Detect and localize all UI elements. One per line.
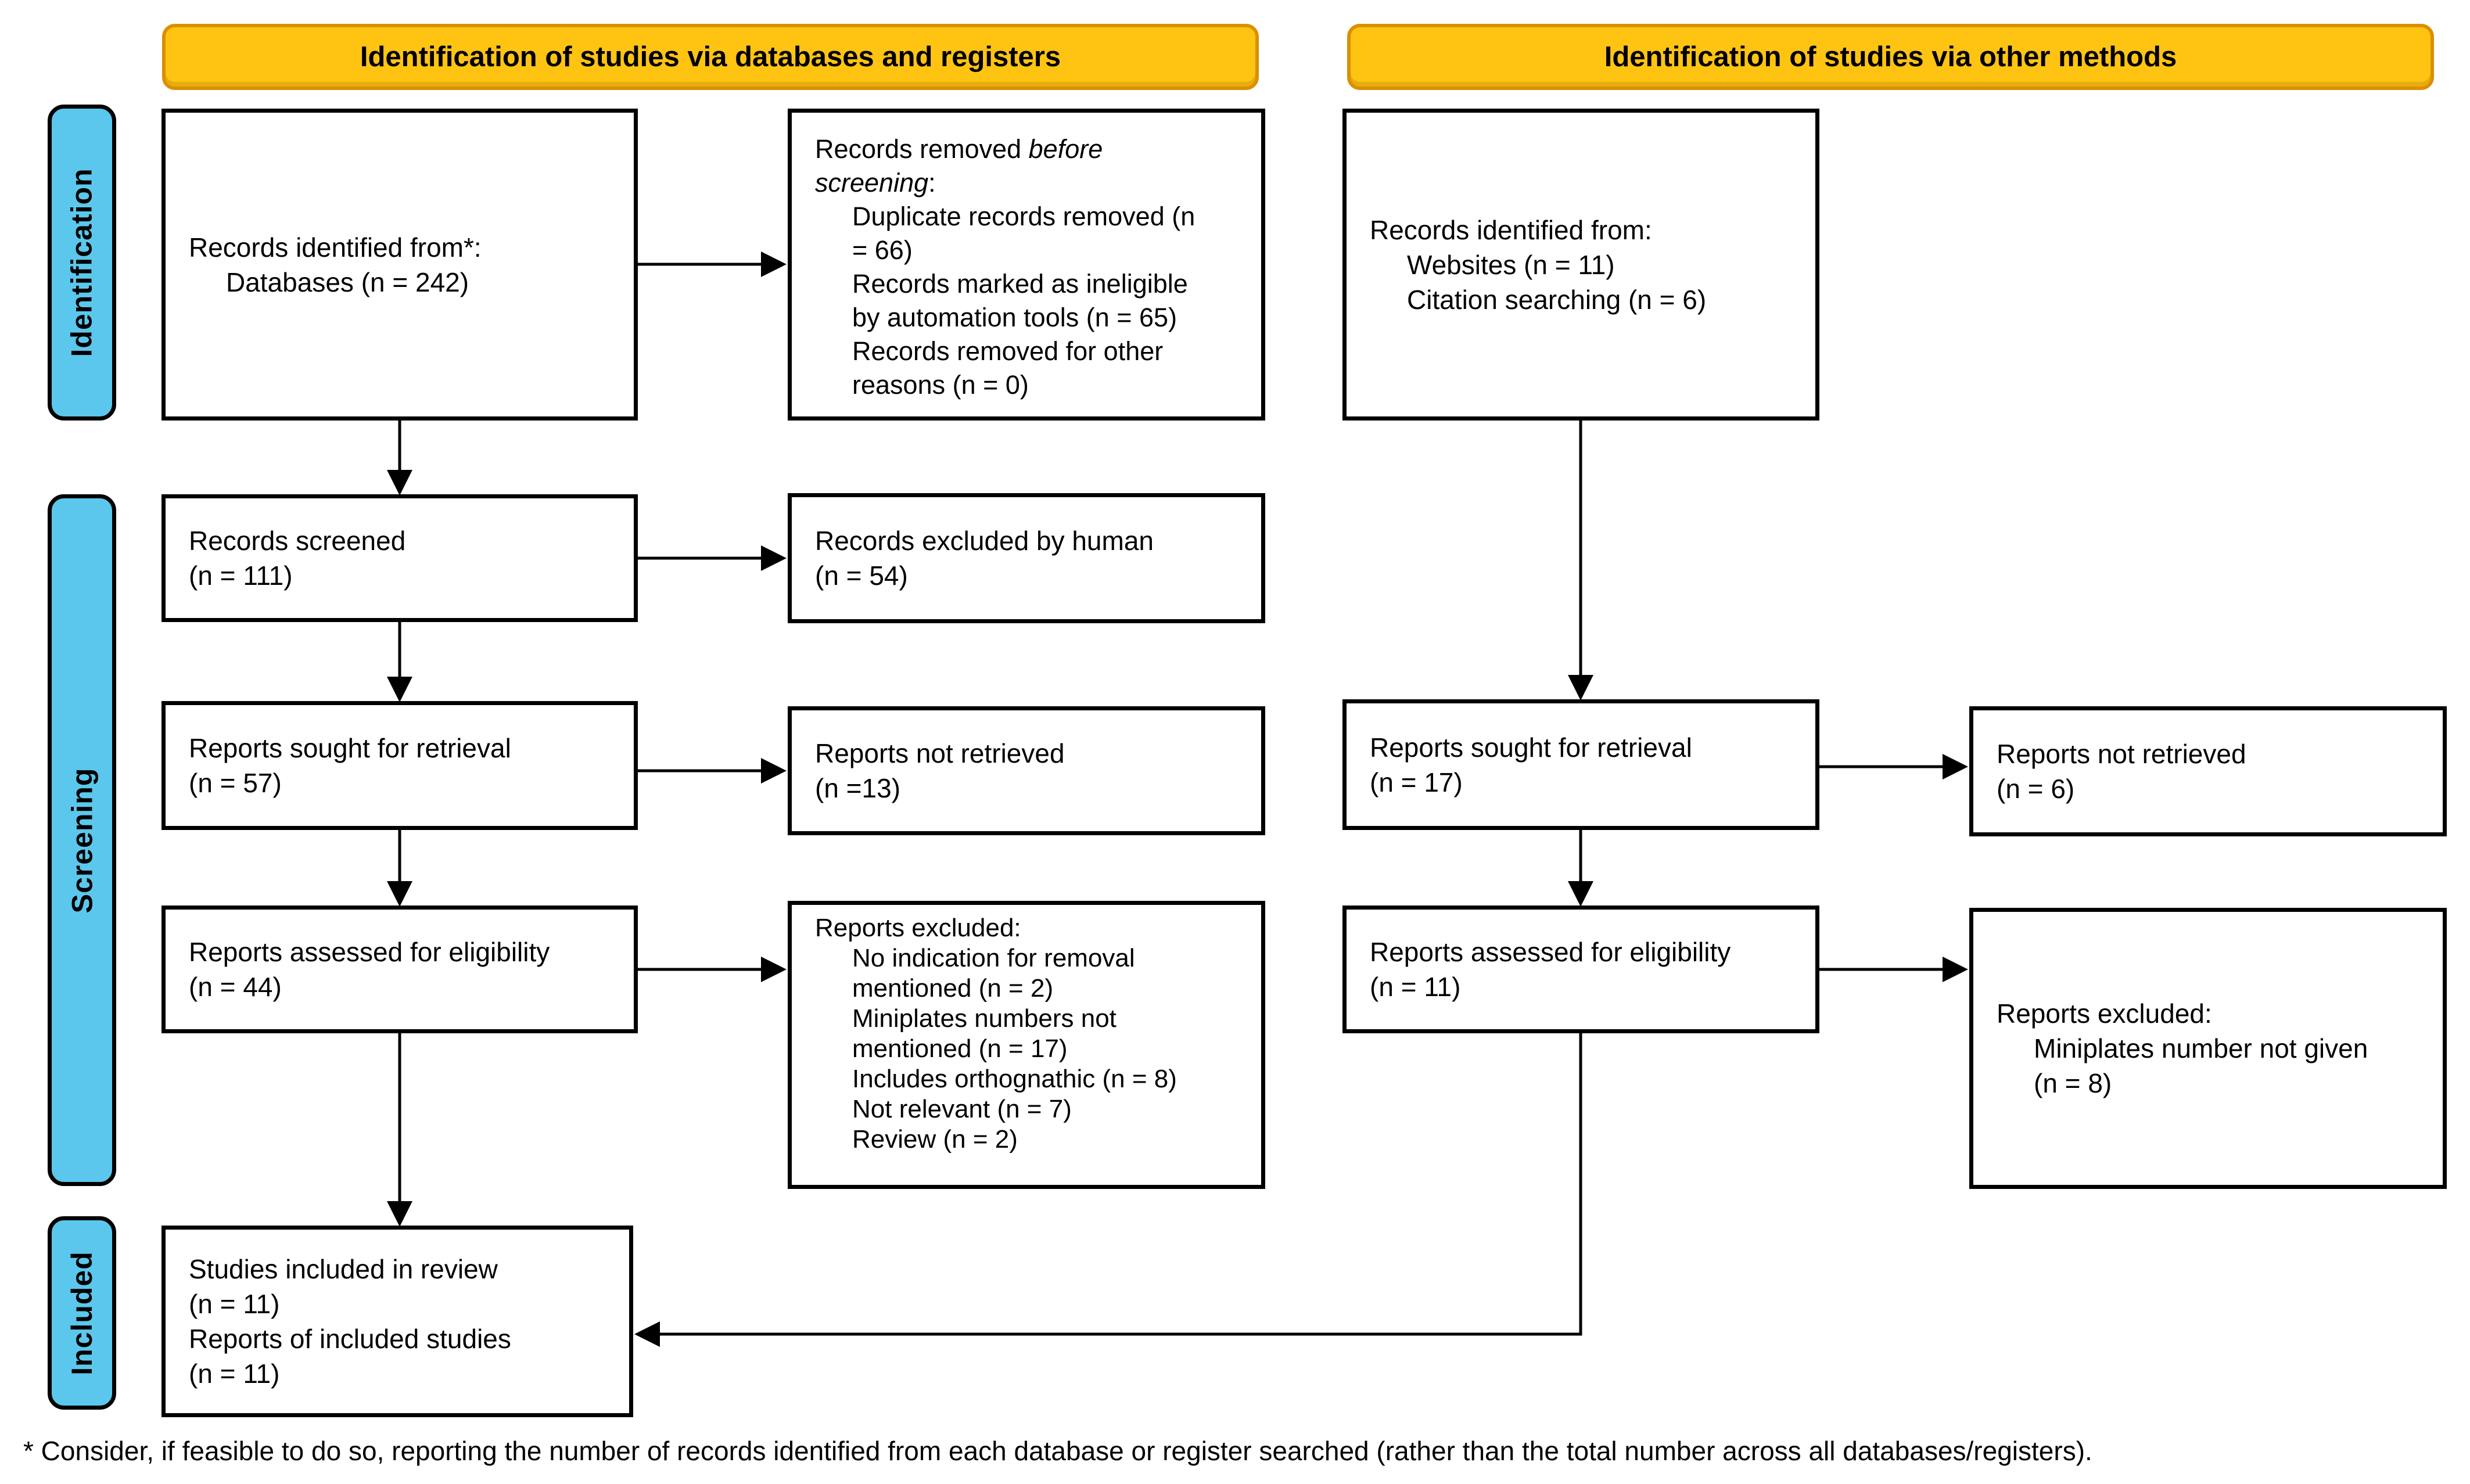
box-text-line: Databases (n = 242) <box>226 267 469 297</box>
arrow-assessed-other-to-included <box>634 1033 1582 1347</box>
box-text-line: Studies included in review <box>189 1254 498 1284</box>
box-text-line: No indication for removal <box>852 944 1135 972</box>
box-text-line: Records removed before <box>815 134 1103 164</box>
header-databases-registers-label: Identification of studies via databases … <box>360 41 1061 73</box>
arrow-assessed-other-to-excluded-other <box>1819 957 1968 982</box>
arrow-assessed-to-included <box>387 1033 412 1227</box>
box-text-line: (n = 57) <box>189 768 282 798</box>
arrow-assessed-to-excluded-db <box>638 957 787 982</box>
box-text-line: Review (n = 2) <box>852 1125 1018 1154</box>
box-text-line: Records marked as ineligible <box>852 269 1188 299</box>
box-reports-not-retrieved-other: Reports not retrieved (n = 6) <box>1969 706 2447 836</box>
header-other-methods-label: Identification of studies via other meth… <box>1604 41 2177 73</box>
arrow-head-icon <box>634 1321 660 1347</box>
box-text-line: (n = 8) <box>2034 1068 2112 1098</box>
box-text-line: Duplicate records removed (n <box>852 202 1195 231</box>
box-text-line: (n = 44) <box>189 972 282 1002</box>
arrow-head-icon <box>1943 754 1968 779</box>
box-text-line: Records removed for other <box>852 336 1164 366</box>
box-text-line: Websites (n = 11) <box>1407 249 1615 280</box>
arrow-screened-to-sought <box>387 622 412 702</box>
box-studies-included: Studies included in review (n = 11) Repo… <box>161 1226 633 1417</box>
footnote: * Consider, if feasible to do so, report… <box>23 1436 2092 1466</box>
arrow-head-icon <box>1568 675 1593 700</box>
arrow-head-icon <box>387 677 412 702</box>
arrow-sought-to-assessed-db <box>387 830 412 907</box>
box-reports-assessed-other: Reports assessed for eligibility (n = 11… <box>1342 906 1819 1033</box>
box-text-line: (n = 11) <box>189 1359 280 1389</box>
box-text-line: (n =13) <box>815 773 901 803</box>
arrow-screened-to-excluded <box>638 545 787 571</box>
box-text-line: (n = 11) <box>1370 972 1461 1002</box>
arrow-identified-other-to-sought-other <box>1568 421 1593 700</box>
box-records-removed-before-screening: Records removed before screening: Duplic… <box>788 109 1265 421</box>
box-text-line: Reports assessed for eligibility <box>1370 937 1731 967</box>
box-text-line: screening: <box>815 168 936 197</box>
arrow-head-icon <box>761 758 787 784</box>
arrow-head-icon <box>761 545 787 571</box>
phase-label-identification: Identification <box>48 105 116 421</box>
box-records-identified-other: Records identified from: Websites (n = 1… <box>1342 109 1819 421</box>
arrow-head-icon <box>387 470 412 495</box>
box-text-line: Miniplates number not given <box>2034 1033 2368 1063</box>
box-text-line: Reports sought for retrieval <box>1370 732 1692 763</box>
box-text-line: Records identified from: <box>1370 214 1652 245</box>
arrow-head-icon <box>1943 957 1968 982</box>
box-text-line: mentioned (n = 2) <box>852 974 1054 1002</box>
box-reports-sought-other: Reports sought for retrieval (n = 17) <box>1342 699 1819 830</box>
box-text-line: (n = 54) <box>815 560 908 591</box>
box-text-line: Citation searching (n = 6) <box>1407 284 1707 315</box>
box-text-line: (n = 6) <box>1997 774 2075 804</box>
phase-label-screening: Screening <box>48 494 116 1186</box>
box-reports-assessed-databases: Reports assessed for eligibility (n = 44… <box>161 906 638 1033</box>
box-text-line: Reports excluded: <box>1997 998 2212 1029</box>
box-text-line: = 66) <box>852 235 913 265</box>
arrow-identified-to-removed <box>638 251 787 277</box>
box-reports-excluded-other: Reports excluded: Miniplates number not … <box>1969 908 2447 1189</box>
box-reports-excluded-databases: Reports excluded: No indication for remo… <box>788 901 1265 1189</box>
box-text-line: Miniplates numbers not <box>852 1004 1116 1033</box>
box-text-line: Reports not retrieved <box>815 738 1065 768</box>
box-text-line: Not relevant (n = 7) <box>852 1095 1072 1123</box>
header-other-methods: Identification of studies via other meth… <box>1347 24 2434 90</box>
box-reports-sought-databases: Reports sought for retrieval (n = 57) <box>161 701 638 830</box>
arrow-sought-other-to-not-retrieved-other <box>1819 754 1968 779</box>
box-text-line: Records excluded by human <box>815 526 1154 556</box>
box-text-line: Records screened <box>189 526 406 556</box>
arrow-head-icon <box>761 957 787 982</box>
box-text-line: Reports excluded: <box>815 914 1021 942</box>
phase-label-included: Included <box>48 1216 116 1410</box>
box-records-screened: Records screened (n = 111) <box>161 494 638 622</box>
box-reports-not-retrieved-databases: Reports not retrieved (n =13) <box>788 706 1265 835</box>
arrow-sought-to-not-retrieved-db <box>638 758 787 784</box>
arrow-head-icon <box>387 881 412 907</box>
arrow-identified-to-screened <box>387 421 412 495</box>
box-text-line: Reports sought for retrieval <box>189 733 511 763</box>
box-text-line: Reports assessed for eligibility <box>189 937 550 967</box>
box-text-line: mentioned (n = 17) <box>852 1034 1068 1063</box>
arrow-head-icon <box>387 1201 412 1227</box>
box-records-excluded-human: Records excluded by human (n = 54) <box>788 493 1265 623</box>
box-text-line: Records identified from*: <box>189 232 482 263</box>
box-text-line: Reports not retrieved <box>1997 739 2246 769</box>
arrow-line <box>658 1033 1582 1336</box>
box-text-line: Includes orthognathic (n = 8) <box>852 1065 1177 1093</box>
box-text-line: (n = 111) <box>189 560 293 591</box>
box-text-line: by automation tools (n = 65) <box>852 303 1177 332</box>
arrow-head-icon <box>1568 881 1593 907</box>
box-records-identified-databases: Records identified from*: Databases (n =… <box>161 109 638 421</box>
box-text-line: (n = 17) <box>1370 767 1463 797</box>
arrow-sought-other-to-assessed-other <box>1568 830 1593 907</box>
box-text-line: Reports of included studies <box>189 1324 511 1354</box>
box-text-line: reasons (n = 0) <box>852 370 1029 400</box>
box-text-line: (n = 11) <box>189 1289 280 1319</box>
arrow-head-icon <box>761 251 787 277</box>
header-databases-registers: Identification of studies via databases … <box>162 24 1259 90</box>
